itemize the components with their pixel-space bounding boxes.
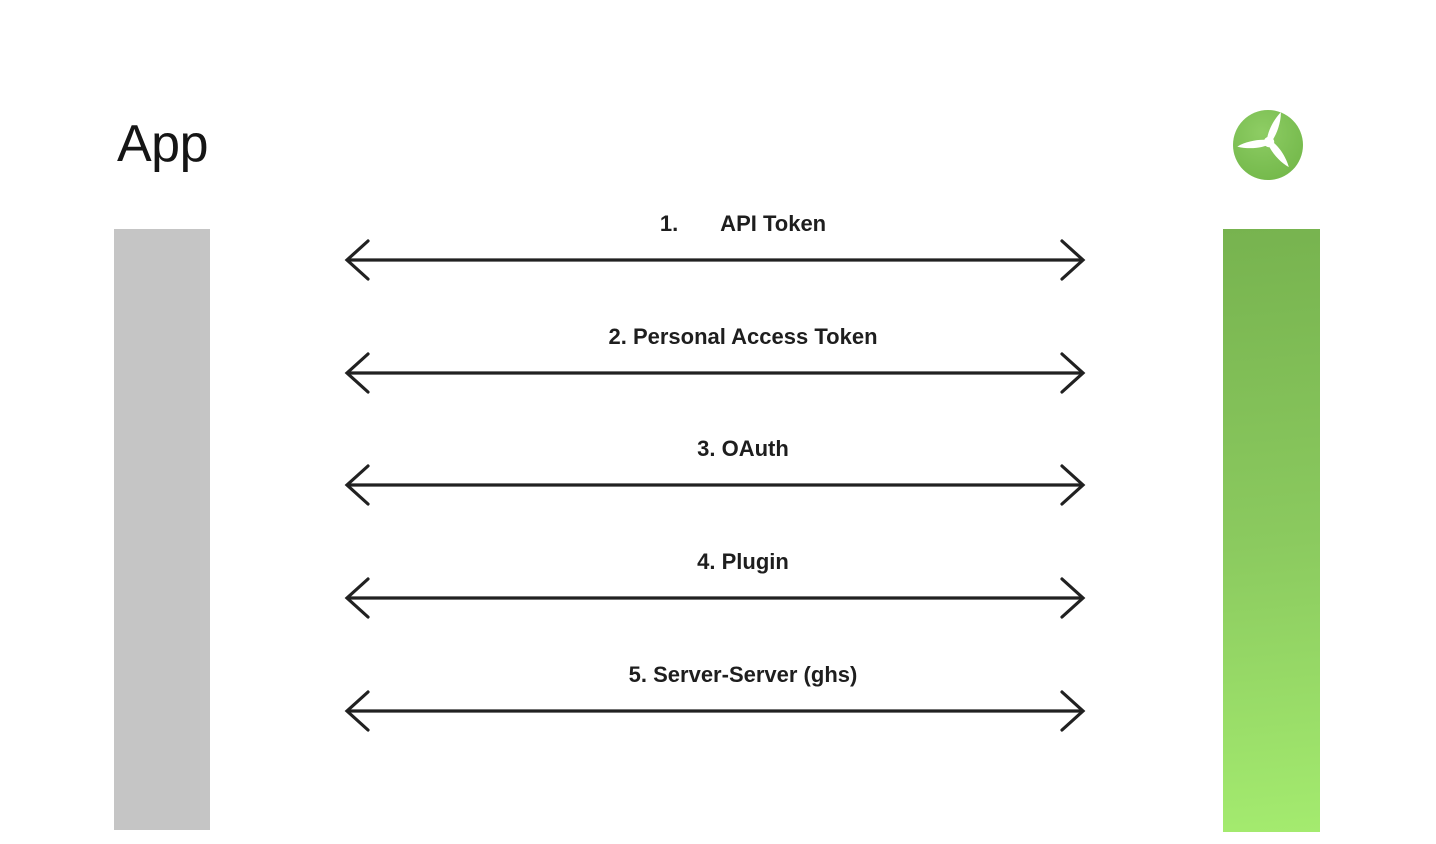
service-lifeline-bar [1223,229,1320,832]
message-label: 1. API Token [659,211,827,236]
message-label: 3. OAuth [697,436,789,461]
double-arrow [344,577,1086,619]
double-arrow [344,239,1086,281]
message-label: 2. Personal Access Token [608,324,878,349]
app-title: App [117,115,209,173]
turbine-icon [1233,110,1303,180]
message-row-oauth: 3. OAuth [343,435,1087,507]
double-arrow [344,352,1086,394]
double-arrow [344,464,1086,506]
message-label: 4. Plugin [697,549,789,574]
message-row-server-server: 5. Server-Server (ghs) [343,661,1087,733]
message-row-api-token: 1. API Token [343,210,1087,282]
message-row-plugin: 4. Plugin [343,548,1087,620]
message-label: 5. Server-Server (ghs) [628,662,858,687]
double-arrow [344,690,1086,732]
app-lifeline-bar [114,229,210,830]
message-row-personal-access-token: 2. Personal Access Token [343,323,1087,395]
